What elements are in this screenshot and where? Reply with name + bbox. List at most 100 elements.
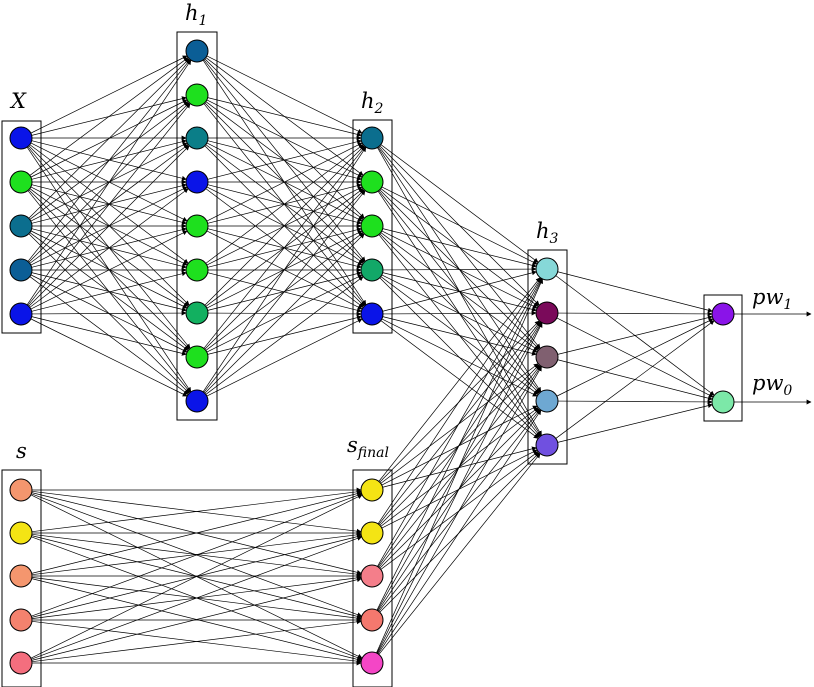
edge-h1-h2-1-2 [205,101,364,220]
edge-sfinal-h3-1-0 [377,277,542,525]
node-X-3 [9,258,33,282]
edge-s-sfinal-4-0 [30,494,363,659]
layer-box-s [1,469,42,687]
edge-sfinal-h3-0-0 [378,277,541,482]
node-h1-5 [185,258,209,282]
edge-x-h1-4-7 [31,316,187,356]
edge-h1-h2-1-3 [204,102,365,263]
node-h2-2 [360,214,384,238]
edge-s-sfinal-4-1 [31,536,363,660]
edge-h2-h3-3-0 [382,266,537,272]
edge-x-h1-0-0 [30,55,188,134]
node-h1-1 [185,83,209,107]
edge-h3-out-4-1 [557,403,713,443]
edge-x-h1-4-2 [28,145,190,307]
edge-x-h1-4-0 [26,59,192,306]
connections [26,55,812,666]
node-h1-0 [185,39,209,63]
layer-boxes [1,31,743,687]
edge-h3-out-2-0 [557,315,713,355]
layer-box-h2 [352,119,393,334]
node-h2-4 [360,302,384,326]
node-h1-3 [185,170,209,194]
edge-sfinal-h3-4-4 [378,453,541,655]
label-x: X [9,89,27,113]
node-X-0 [9,126,33,150]
edge-h1-h2-0-0 [206,55,363,134]
node-h2-1 [360,170,384,194]
edge-s-sfinal-2-0 [31,491,362,574]
edge-s-sfinal-4-2 [31,577,362,661]
edge-h2-h3-4-1 [382,310,537,316]
node-s_final-3 [360,608,384,632]
edge-h1-h2-7-0 [203,146,366,349]
edge-sfinal-h3-2-0 [377,278,542,567]
edge-s-sfinal-4-3 [31,619,362,663]
label-h1: h1 [185,1,207,29]
edge-s-sfinal-3-0 [31,493,363,617]
edge-h1-h2-8-3 [205,276,364,395]
neurons [9,39,735,675]
edge-h1-h2-6-0 [204,145,365,306]
label-pw1: pw1 [752,285,792,313]
edge-h1-h2-1-1 [206,99,363,178]
node-X-4 [9,302,33,326]
edge-h2-h3-2-0 [382,228,537,268]
node-s_final-4 [360,651,384,675]
layer-box-out [703,294,743,422]
edge-h2-h3-4-2 [382,316,537,356]
node-h1-8 [185,389,209,413]
node-h3-2 [535,345,559,369]
edge-sfinal-h3-4-2 [377,366,542,654]
node-h1-7 [185,345,209,369]
edge-x-h1-4-4 [30,230,188,310]
node-s_final-2 [360,564,384,588]
edge-h3-out-3-0 [556,318,714,397]
edge-h1-h2-8-0 [202,146,367,393]
edge-x-h1-4-8 [30,318,188,397]
node-h3-3 [535,389,559,413]
edge-x-h1-3-6 [31,272,187,312]
edge-x-h1-4-3 [29,188,189,308]
node-X-1 [9,170,33,194]
edge-h2-h3-0-0 [380,144,539,263]
layer-box-h3 [527,249,568,465]
label-h3: h3 [536,219,559,247]
layer-box-h1 [176,31,218,421]
edge-sfinal-h3-3-0 [376,278,543,611]
edge-h1-h2-5-1 [206,186,363,266]
edge-h1-h2-8-1 [203,190,366,393]
edge-x-h1-4-6 [31,310,187,316]
edge-h3-out-4-0 [555,320,715,439]
edge-h3-out-1-0 [557,311,713,317]
layer-labels: X h1 h2 h3 s sfinal pw1 pw0 [9,1,792,463]
edge-x-h1-2-6 [30,230,188,309]
label-s: s [16,439,27,463]
edge-h2-h3-4-0 [382,270,537,312]
edge-x-h1-2-0 [28,58,190,219]
edge-h1-h2-1-4 [203,103,366,306]
node-s-2 [9,564,33,588]
node-s-0 [9,478,33,502]
node-h1-2 [185,126,209,150]
edge-sfinal-h3-0-3 [381,405,538,486]
edge-h3-out-3-1 [557,399,713,405]
layer-box-s_final [352,469,393,687]
edge-h1-h2-1-0 [207,97,362,137]
node-out-1 [711,390,735,414]
node-X-2 [9,214,33,238]
edge-h1-h2-3-0 [207,139,362,180]
node-h2-3 [360,258,384,282]
edge-h1-h2-4-0 [206,142,363,222]
node-out-0 [711,302,735,326]
edge-s-sfinal-2-1 [31,532,362,576]
node-s_final-1 [360,521,384,545]
edge-sfinal-h3-4-1 [376,322,543,654]
edge-h3-out-0-0 [557,271,713,313]
node-s-1 [9,521,33,545]
edge-sfinal-h3-4-3 [377,409,542,655]
edge-h2-h3-1-0 [381,186,538,265]
node-h1-6 [185,301,209,325]
